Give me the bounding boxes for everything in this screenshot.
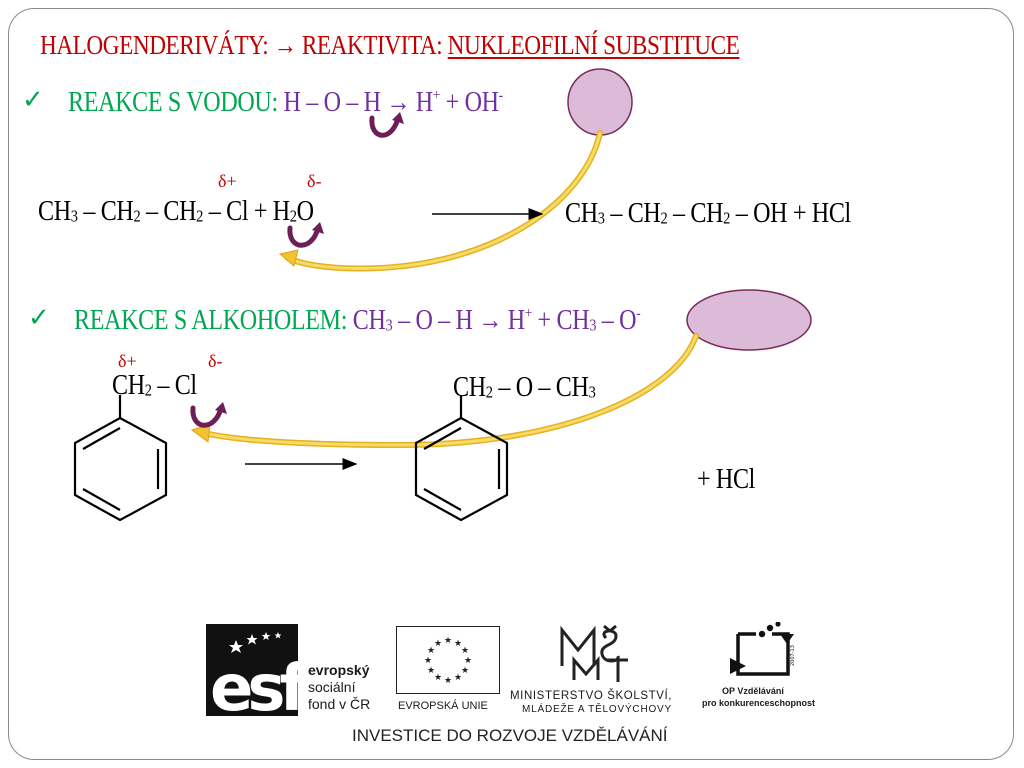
slide-title: HALOGENDERIVÁTY: → REAKTIVITA: NUKLEOFIL… xyxy=(40,30,740,60)
eu-logo: ★★★ ★★★ ★★★ ★★★ EVROPSKÁ UNIE xyxy=(396,626,500,712)
delta-minus-2: δ- xyxy=(208,351,223,371)
msmt-logo: MINISTERSTVO ŠKOLSTVÍ, MLÁDEŽE A TĚLOVÝC… xyxy=(510,620,694,716)
reaction2-product: CH2 – O – CH3 xyxy=(453,372,596,403)
svg-text:★: ★ xyxy=(444,676,452,686)
svg-text:★: ★ xyxy=(424,656,432,666)
svg-text:★: ★ xyxy=(427,666,435,676)
section1-line: REAKCE S VODOU: H – O – H → H+ + OH- xyxy=(68,88,503,117)
svg-text:esf: esf xyxy=(210,652,298,716)
purple-arrow-3 xyxy=(190,405,224,428)
yellow-arrow-2 xyxy=(197,333,699,449)
benzene-ring-right xyxy=(414,395,509,522)
svg-text:★: ★ xyxy=(444,636,452,646)
reaction1-products: CH3 – CH2 – CH2 – OH + HCl xyxy=(565,198,851,229)
svg-text:2007-13: 2007-13 xyxy=(790,645,796,666)
purple-arrow-1 xyxy=(369,115,401,138)
section2-equation: CH3 – O – H → H+ + CH3 – O- xyxy=(352,304,641,336)
yellow-arrow-1 xyxy=(285,130,603,272)
section2-line: REAKCE S ALKOHOLEM: CH3 – O – H → H+ + C… xyxy=(74,304,641,336)
svg-text:★: ★ xyxy=(464,656,472,666)
op-logo: 2007-13 OP Vzdělávání pro konkurencescho… xyxy=(702,622,828,718)
op-mark-icon: 2007-13 xyxy=(730,622,796,676)
svg-text:★: ★ xyxy=(454,673,462,683)
eu-stars-icon: ★★★ ★★★ ★★★ ★★★ xyxy=(424,636,472,686)
delta-plus-1: δ+ xyxy=(218,171,237,191)
section2-label: REAKCE S ALKOHOLEM: xyxy=(74,304,348,336)
svg-text:★: ★ xyxy=(434,673,442,683)
esf-mark-icon: esf xyxy=(210,632,298,716)
svg-text:★: ★ xyxy=(454,639,462,649)
svg-text:★: ★ xyxy=(461,666,469,676)
delta-minus-1: δ- xyxy=(307,171,322,191)
checkmark-icon: ✓ xyxy=(28,302,50,332)
svg-text:★: ★ xyxy=(461,646,469,656)
funding-logos: esf evropský sociální fond v ČR ★★★ ★★★ … xyxy=(192,612,832,758)
methoxide-ellipse xyxy=(686,289,812,351)
plus-hcl: + HCl xyxy=(697,464,756,495)
title-part2: NUKLEOFILNÍ SUBSTITUCE xyxy=(447,30,740,60)
svg-text:★: ★ xyxy=(434,639,442,649)
svg-text:★: ★ xyxy=(427,646,435,656)
reaction2-reactant: CH2 – Cl xyxy=(112,370,197,401)
oh-ellipse xyxy=(567,68,633,136)
section1-label: REAKCE S VODOU: xyxy=(68,86,278,118)
title-part1: HALOGENDERIVÁTY: → REAKTIVITA: xyxy=(40,30,448,60)
delta-plus-2: δ+ xyxy=(118,351,137,371)
section1-equation: H – O – H → H+ + OH- xyxy=(283,86,503,118)
purple-arrow-2 xyxy=(287,225,321,248)
investice-caption: INVESTICE DO ROZVOJE VZDĚLÁVÁNÍ xyxy=(352,726,668,745)
reaction1-reactants: CH3 – CH2 – CH2 – Cl + H2O xyxy=(38,196,314,227)
benzene-ring-left xyxy=(73,395,168,522)
esf-logo: esf evropský sociální fond v ČR xyxy=(206,624,388,716)
msmt-mark-icon xyxy=(560,624,628,682)
checkmark-icon: ✓ xyxy=(22,84,44,114)
yellow-arrowhead-1 xyxy=(278,249,299,267)
